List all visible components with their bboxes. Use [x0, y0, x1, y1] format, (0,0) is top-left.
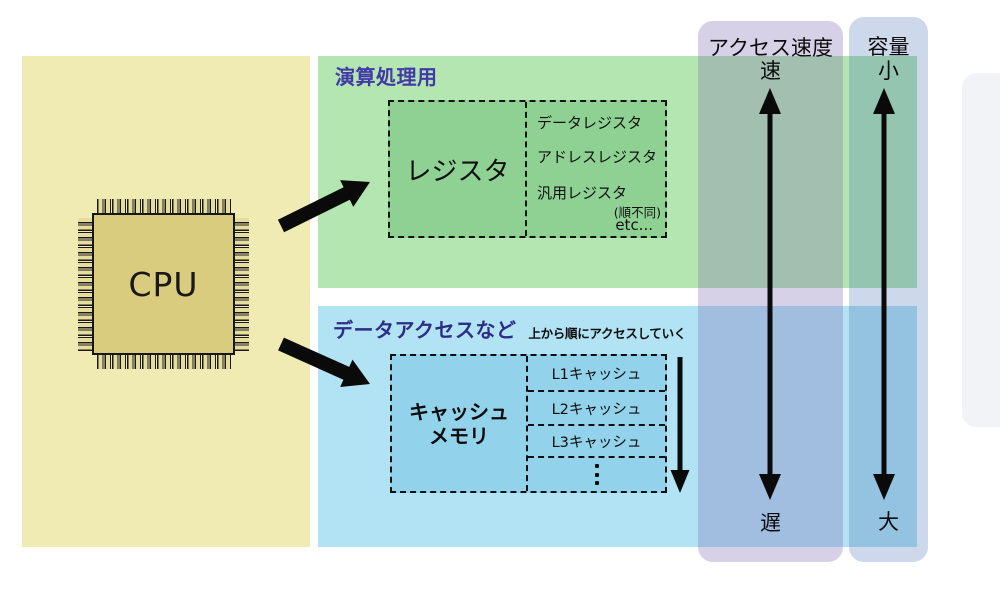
- data-panel-title: データアクセスなど: [333, 318, 517, 342]
- capacity-small-label: 小: [878, 59, 899, 83]
- register-etc-label: etc...: [615, 216, 653, 234]
- cpu-chip: CPU: [92, 213, 235, 355]
- access-speed-fast-label: 速: [760, 59, 781, 83]
- cache-main-label-line2: メモリ: [429, 423, 489, 448]
- register-order-note: (順不同): [613, 205, 661, 220]
- register-item-general: 汎用レジスタ: [537, 184, 628, 202]
- capacity-title: 容量: [867, 35, 910, 59]
- access-speed-title: アクセス速度: [708, 36, 833, 60]
- cpu-label: CPU: [128, 264, 199, 304]
- cache-main-label: キャッシュ メモリ: [392, 356, 528, 491]
- register-item-address: アドレスレジスタ: [537, 148, 658, 166]
- clipped-right-column: [962, 73, 1000, 427]
- cache-levels-list: L1キャッシュ L2キャッシュ L3キャッシュ: [528, 356, 665, 491]
- vertical-ellipsis-icon: [594, 464, 599, 485]
- register-item-data: データレジスタ: [537, 114, 643, 132]
- cache-level-l1: L1キャッシュ: [528, 356, 665, 392]
- cpu-pins-right-icon: [234, 218, 249, 351]
- cpu-pins-bottom-icon: [97, 354, 231, 369]
- access-order-note: 上から順にアクセスしていく: [528, 326, 686, 341]
- cache-memory-box: キャッシュ メモリ L1キャッシュ L2キャッシュ L3キャッシュ: [390, 354, 667, 493]
- access-speed-slow-label: 遅: [760, 511, 781, 535]
- register-main-label: レジスタ: [390, 102, 527, 236]
- access-speed-column: アクセス速度 速 遅: [698, 21, 843, 562]
- capacity-column: 容量 小 大: [849, 17, 928, 562]
- register-box: レジスタ データレジスタ アドレスレジスタ 汎用レジスタ (順不同) etc..…: [388, 100, 667, 238]
- compute-panel-title: 演算処理用: [335, 65, 438, 89]
- cache-level-l3: L3キャッシュ: [528, 426, 665, 458]
- cache-main-label-line1: キャッシュ: [409, 399, 509, 424]
- cache-level-more: [528, 458, 665, 491]
- cpu-pins-top-icon: [97, 199, 231, 214]
- register-list: データレジスタ アドレスレジスタ 汎用レジスタ (順不同) etc...: [527, 102, 665, 236]
- cpu-pins-left-icon: [78, 218, 93, 351]
- capacity-large-label: 大: [878, 510, 899, 534]
- cache-level-l2: L2キャッシュ: [528, 392, 665, 426]
